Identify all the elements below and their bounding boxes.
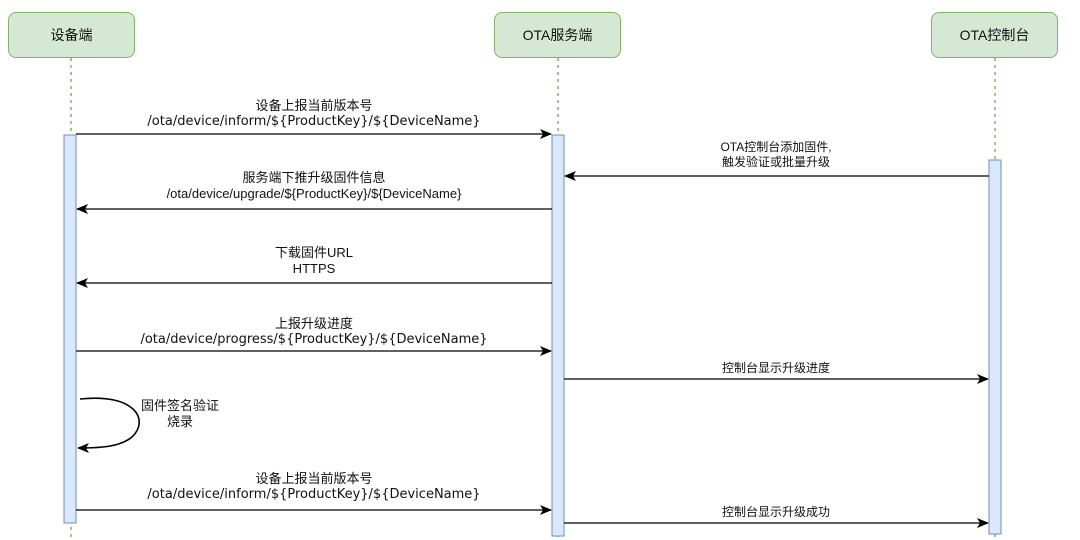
message-label-m1: 设备上报当前版本号 /ota/device/inform/${ProductKe… bbox=[147, 98, 480, 130]
activation-console bbox=[988, 159, 1002, 535]
message-m7-line1: 固件签名验证 bbox=[140, 398, 220, 413]
message-label-m8: 设备上报当前版本号 /ota/device/inform/${ProductKe… bbox=[147, 471, 480, 503]
participant-server: OTA服务端 bbox=[494, 12, 621, 58]
participant-device-label: 设备端 bbox=[50, 27, 93, 43]
message-m3-line2: /ota/device/upgrade/${ProductKey}/${Devi… bbox=[166, 186, 462, 201]
message-label-m6: 控制台显示升级进度 bbox=[722, 361, 830, 376]
message-m6-line1: 控制台显示升级进度 bbox=[721, 361, 831, 375]
participant-device: 设备端 bbox=[8, 12, 135, 58]
message-m1-line1: 设备上报当前版本号 bbox=[255, 98, 373, 113]
message-m9-line1: 控制台显示升级成功 bbox=[721, 505, 831, 519]
message-m8-line1: 设备上报当前版本号 bbox=[255, 471, 373, 486]
message-label-m5: 上报升级进度 /ota/device/progress/${ProductKey… bbox=[140, 316, 487, 348]
participant-console-label: OTA控制台 bbox=[959, 27, 1030, 43]
arrow-m7-self bbox=[77, 397, 141, 453]
message-m7-line2: 烧录 bbox=[166, 414, 194, 429]
message-label-m4: 下载固件URL HTTPS bbox=[275, 245, 353, 277]
message-m5-line1: 上报升级进度 bbox=[274, 316, 354, 331]
message-label-m2: OTA控制台添加固件, 触发验证或批量升级 bbox=[720, 140, 831, 170]
participant-server-label: OTA服务端 bbox=[522, 27, 593, 43]
message-label-m3: 服务端下推升级固件信息 /ota/device/upgrade/${Produc… bbox=[167, 170, 462, 202]
message-label-m9: 控制台显示升级成功 bbox=[722, 505, 830, 520]
message-m3-line1: 服务端下推升级固件信息 bbox=[242, 170, 386, 185]
message-m4-line2: HTTPS bbox=[292, 261, 336, 276]
message-m1-line2: /ota/device/inform/${ProductKey}/${Devic… bbox=[147, 114, 481, 129]
participant-console: OTA控制台 bbox=[931, 12, 1058, 58]
message-label-m7: 固件签名验证 烧录 bbox=[141, 398, 219, 430]
activation-device bbox=[63, 134, 77, 524]
message-m2-line2: 触发验证或批量升级 bbox=[721, 155, 830, 169]
activation-server bbox=[551, 134, 565, 537]
message-m8-line2: /ota/device/inform/${ProductKey}/${Devic… bbox=[147, 487, 481, 502]
message-m4-line1: 下载固件URL bbox=[274, 245, 354, 260]
message-m2-line1: OTA控制台添加固件, bbox=[720, 140, 832, 154]
message-m5-line2: /ota/device/progress/${ProductKey}/${Dev… bbox=[140, 332, 488, 347]
